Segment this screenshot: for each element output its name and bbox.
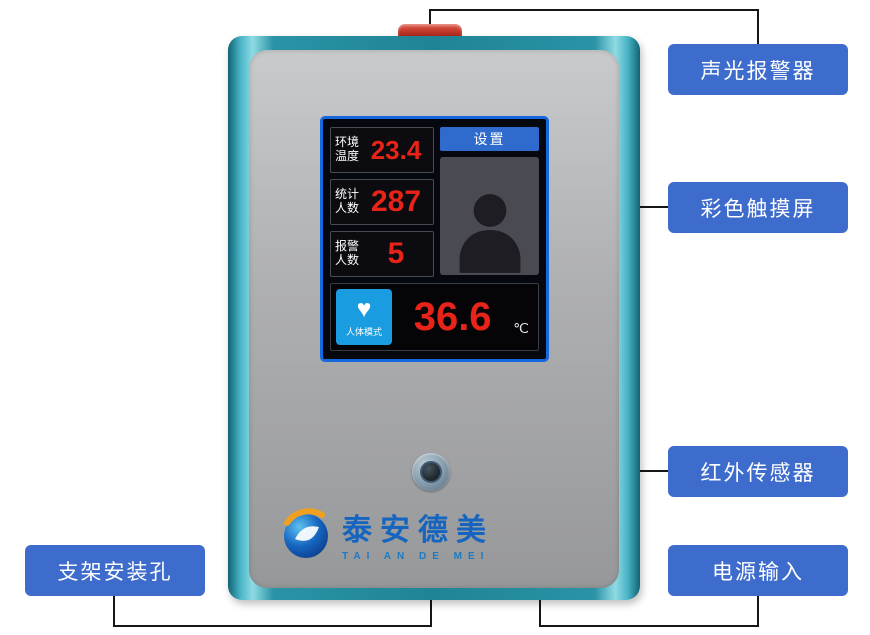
bracket-callout-line-v-right xyxy=(430,598,432,627)
callout-bracket: 支架安装孔 xyxy=(25,545,205,596)
callout-screen: 彩色触摸屏 xyxy=(668,182,848,233)
brand-logo: 泰安德美 TAI AN DE MEI xyxy=(280,505,494,562)
power-callout-line-v-right xyxy=(757,596,759,627)
power-callout-line-v-left xyxy=(539,598,541,627)
face-detection-area xyxy=(440,157,539,275)
stat-ambient-temperature: 环境 温度 23.4 xyxy=(330,127,434,173)
alarm-callout-line-v-left xyxy=(429,9,431,26)
bracket-callout-line-h xyxy=(113,625,432,627)
brand-subtitle: TAI AN DE MEI xyxy=(342,551,490,562)
bracket-callout-line-v-left xyxy=(113,596,115,627)
stat-label-line2: 人数 xyxy=(335,201,360,215)
person-silhouette-icon xyxy=(459,194,520,273)
logo-globe-icon xyxy=(284,507,328,558)
stat-label-line1: 环境 xyxy=(335,135,360,150)
touch-screen[interactable]: 环境 温度 23.4 统计 人数 287 报警 人数 5 设置 xyxy=(320,116,549,362)
stat-alarm-count: 报警 人数 5 xyxy=(330,231,434,277)
stat-label-line1: 报警 xyxy=(335,239,360,254)
heart-icon: ♥ xyxy=(356,294,372,323)
stat-value: 5 xyxy=(387,237,405,270)
settings-button[interactable]: 设置 xyxy=(440,127,539,151)
temperature-readout-bar: ♥ 人体模式 36.6 ℃ xyxy=(330,283,539,351)
stat-label: 报警 人数 xyxy=(331,239,360,268)
stat-label-line2: 温度 xyxy=(335,149,360,163)
alarm-callout-line-h xyxy=(429,9,759,11)
alarm-callout-line-v-right xyxy=(757,9,759,44)
brand-name: 泰安德美 xyxy=(342,514,494,547)
logo-text: 泰安德美 TAI AN DE MEI xyxy=(342,505,494,562)
body-mode-label: 人体模式 xyxy=(345,326,382,337)
temperature-unit: ℃ xyxy=(513,320,529,336)
stat-label: 环境 温度 xyxy=(331,135,360,164)
stat-label-line1: 统计 xyxy=(335,187,360,202)
body-mode-button[interactable]: ♥ 人体模式 xyxy=(336,289,392,345)
stat-label-line2: 人数 xyxy=(335,253,360,267)
temperature-value: 36.6 xyxy=(413,294,492,339)
infrared-sensor xyxy=(412,453,450,491)
stat-value: 287 xyxy=(370,185,422,218)
stat-people-count: 统计 人数 287 xyxy=(330,179,434,225)
stat-value: 23.4 xyxy=(370,134,422,165)
callout-power: 电源输入 xyxy=(668,545,848,596)
power-callout-line-h xyxy=(539,625,759,627)
callout-sensor: 红外传感器 xyxy=(668,446,848,497)
callout-alarm: 声光报警器 xyxy=(668,44,848,95)
infrared-sensor-lens xyxy=(420,461,442,483)
stat-label: 统计 人数 xyxy=(331,187,360,216)
